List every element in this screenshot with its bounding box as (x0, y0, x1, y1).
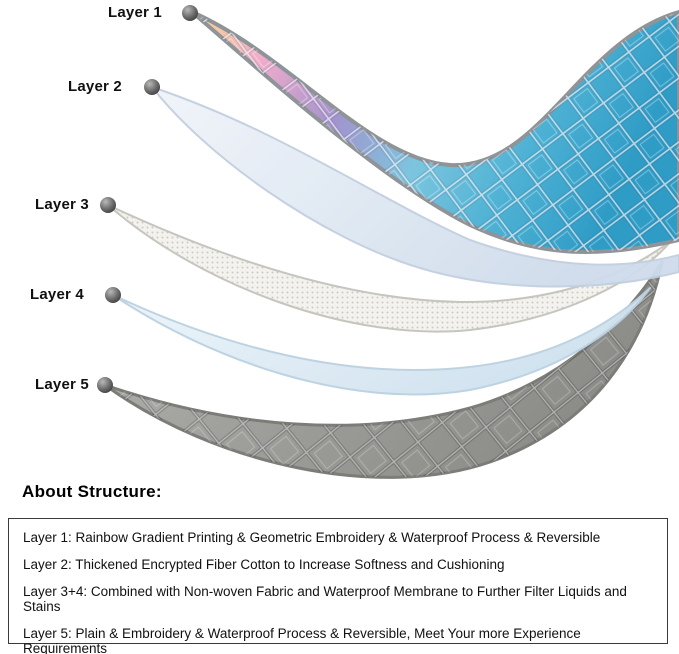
structure-line-4: Layer 5: Plain & Embroidery & Waterproof… (23, 626, 581, 654)
layer-1-label: Layer 1 (108, 4, 162, 21)
layer2-pin-icon (144, 79, 160, 95)
layer1-shape (190, 10, 679, 254)
layer4-shape (112, 287, 651, 396)
layer-5-label: Layer 5 (35, 376, 89, 393)
structure-line-3: Layer 3+4: Combined with Non-woven Fabri… (23, 584, 627, 614)
about-structure-heading: About Structure: (22, 482, 162, 501)
structure-description-box: Layer 1: Rainbow Gradient Printing & Geo… (8, 518, 668, 654)
layer5-pin-icon (97, 377, 113, 393)
layer-diagram (97, 5, 679, 479)
layer1-pin-icon (182, 5, 198, 21)
layer3-pin-icon (100, 197, 116, 213)
layer-4-label: Layer 4 (30, 286, 84, 303)
structure-line-2: Layer 2: Thickened Encrypted Fiber Cotto… (23, 557, 505, 572)
layer-2-label: Layer 2 (68, 78, 122, 95)
layer4-pin-icon (105, 287, 121, 303)
label-pins (97, 5, 198, 393)
structure-line-1: Layer 1: Rainbow Gradient Printing & Geo… (23, 530, 601, 545)
layer-3-label: Layer 3 (35, 196, 89, 213)
